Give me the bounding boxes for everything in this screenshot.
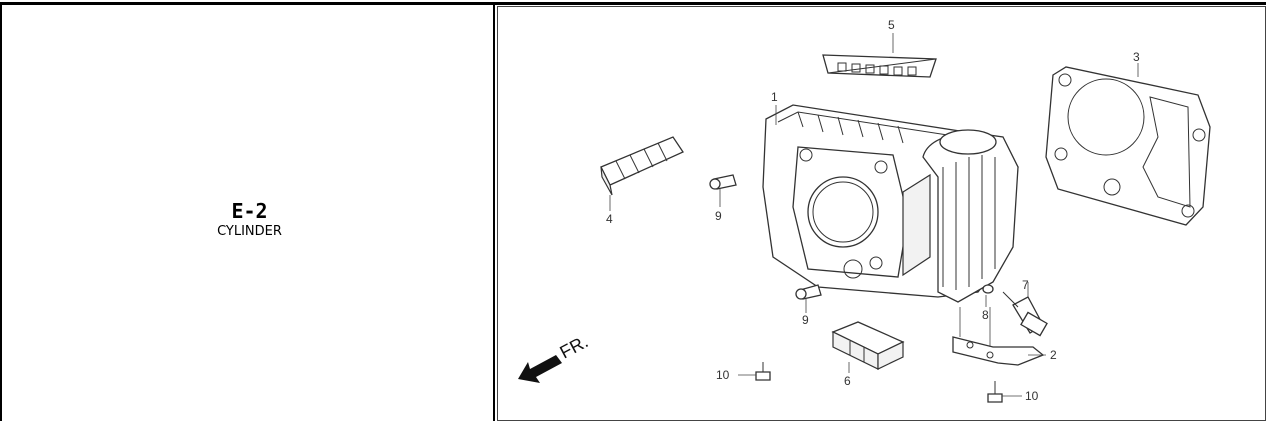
part-5-damper bbox=[822, 33, 937, 78]
callout-10-left: 10 bbox=[716, 368, 730, 382]
part-9-dowel-pins bbox=[709, 174, 822, 313]
section-code: E-2 bbox=[231, 199, 268, 223]
callout-5: 5 bbox=[888, 18, 895, 32]
callout-1: 1 bbox=[771, 90, 778, 104]
top-rule bbox=[0, 2, 1266, 5]
callout-9-lower: 9 bbox=[802, 313, 809, 327]
part-10-bolts bbox=[738, 362, 1022, 403]
part-8-o-ring bbox=[982, 284, 994, 307]
callout-9-upper: 9 bbox=[715, 209, 722, 223]
front-direction-label: FR. bbox=[556, 331, 591, 362]
part-4-damper bbox=[600, 136, 684, 211]
callout-3: 3 bbox=[1133, 50, 1140, 64]
callout-7: 7 bbox=[1022, 278, 1029, 292]
callout-10-right: 10 bbox=[1025, 389, 1039, 403]
section-title: CYLINDER bbox=[217, 224, 282, 239]
cylinder-exploded-view: FR. 1 2 3 4 5 6 7 8 9 9 10 10 bbox=[518, 18, 1211, 403]
exploded-parts-diagram: FR. 1 2 3 4 5 6 7 8 9 9 10 10 bbox=[497, 6, 1266, 421]
callout-8: 8 bbox=[982, 308, 989, 322]
part-1-cylinder bbox=[762, 104, 1019, 303]
part-6-damper bbox=[831, 321, 905, 373]
callout-2: 2 bbox=[1050, 348, 1057, 362]
part-7-temperature-sensor bbox=[1002, 282, 1048, 337]
callout-4: 4 bbox=[606, 212, 613, 226]
section-label-panel: E-2 CYLINDER bbox=[0, 5, 495, 421]
part-2-bracket bbox=[952, 307, 1046, 366]
callout-6: 6 bbox=[844, 374, 851, 388]
front-direction-arrow-icon bbox=[518, 355, 562, 383]
part-3-gasket bbox=[1045, 63, 1211, 226]
